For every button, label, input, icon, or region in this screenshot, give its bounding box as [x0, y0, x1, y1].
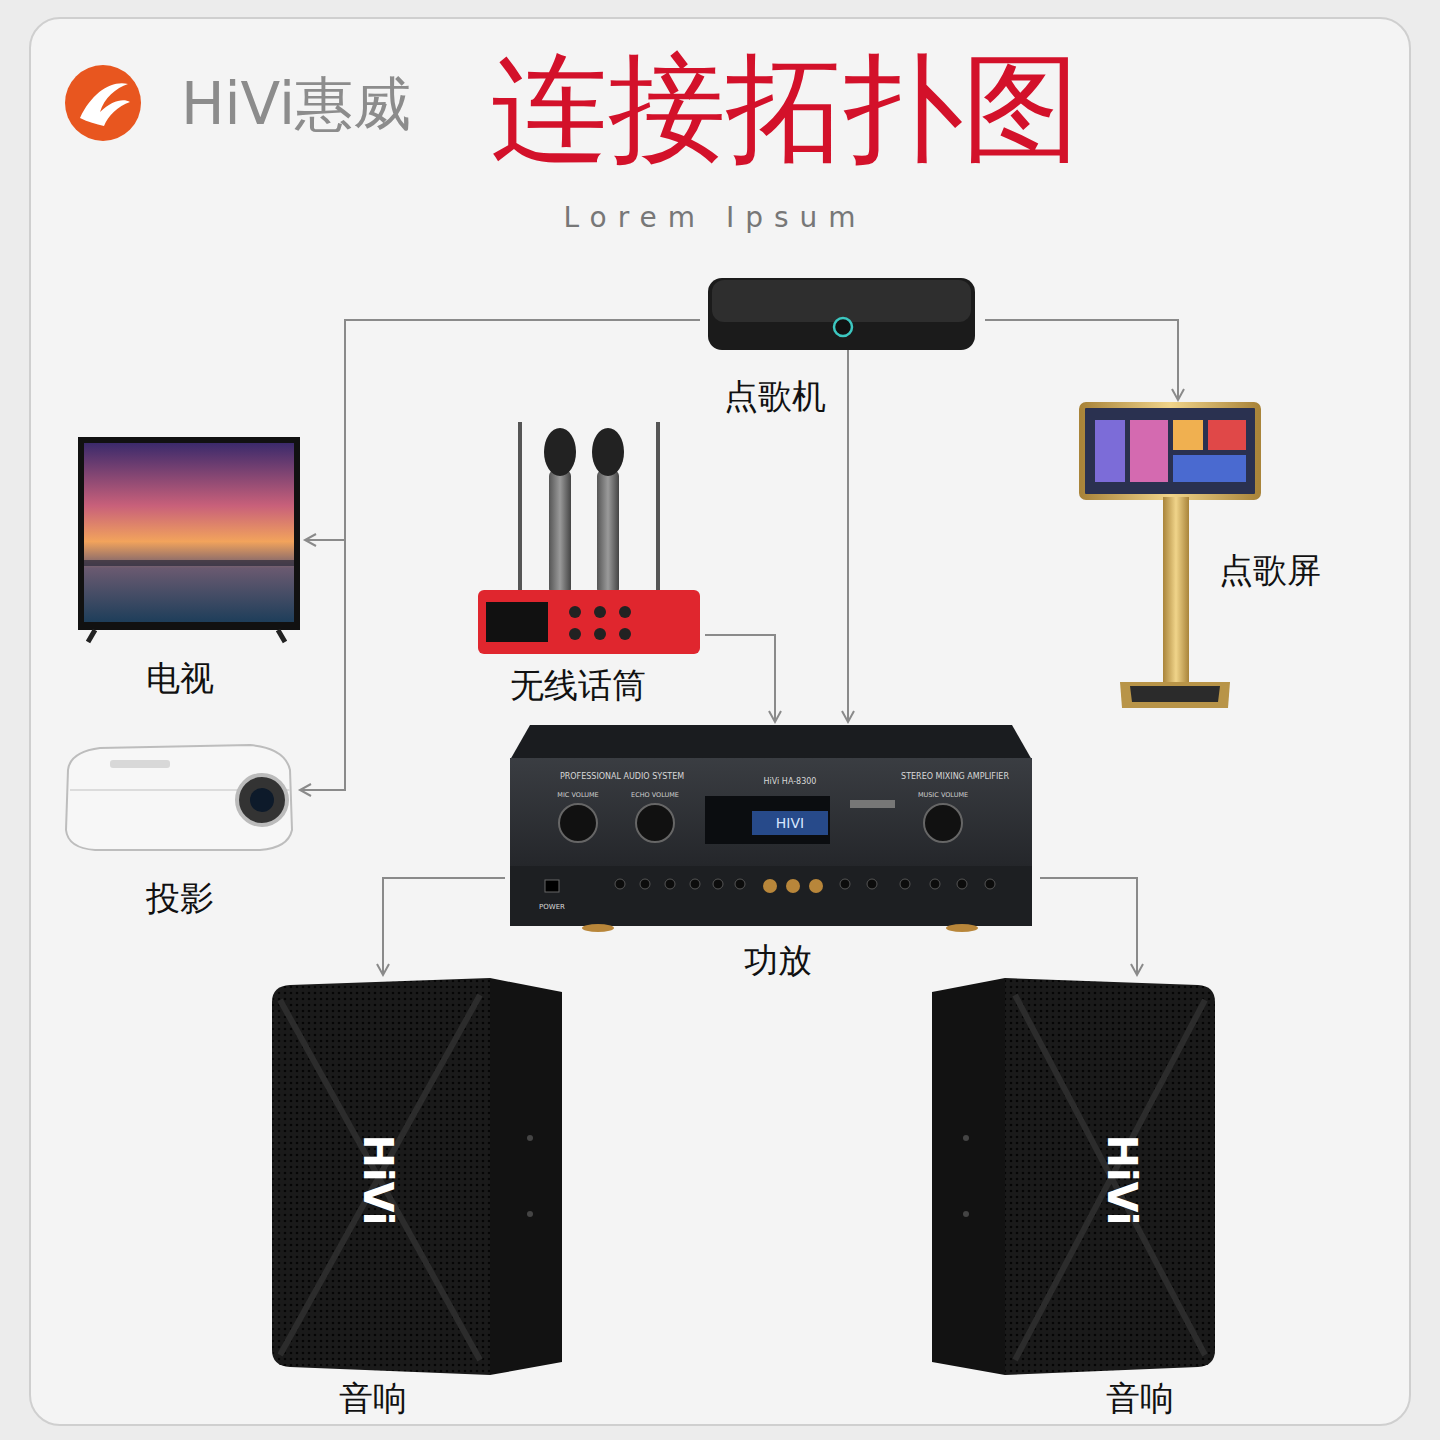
speaker-logo: HiVi — [355, 1134, 401, 1225]
device-label: 点歌机 — [724, 376, 826, 417]
knob-label: MIC VOLUME — [557, 792, 598, 799]
device-node: 功放 — [505, 722, 1040, 985]
device-label: 电视 — [146, 658, 214, 699]
device-node: 音响 — [268, 975, 570, 1425]
device-node: 点歌机 — [700, 270, 985, 420]
knob-label: MUSIC VOLUME — [918, 792, 968, 799]
connector-arrow — [985, 320, 1178, 400]
device-node: 电视 — [70, 430, 305, 705]
brand-logo-text: HiVi惠威 — [181, 71, 411, 138]
title-text: 连接拓扑图 — [490, 38, 1080, 180]
knob-label: ECHO VOLUME — [631, 792, 679, 799]
device-label: 功放 — [744, 940, 812, 981]
panel-text: STEREO MIXING AMPLIFIER — [901, 772, 1009, 781]
device-node: 音响 — [925, 975, 1220, 1425]
device-node: 无线话筒 — [475, 418, 705, 710]
speaker-logo: HiVi — [1099, 1134, 1145, 1225]
connector-arrow — [847, 420, 849, 722]
device-node: 点歌屏 — [1075, 400, 1337, 712]
device-label: 点歌屏 — [1219, 550, 1321, 591]
connector-arrow — [383, 878, 505, 975]
connector-arrow — [1040, 878, 1137, 975]
device-label: 无线话筒 — [510, 665, 646, 706]
device-label: 投影 — [146, 878, 214, 919]
connector-arrow — [300, 320, 700, 790]
device-node: 投影 — [55, 740, 300, 921]
display-text: HIVI — [776, 815, 804, 831]
model-text: HiVi HA-8300 — [764, 777, 817, 786]
subtitle-text: Lorem Ipsum — [563, 202, 866, 234]
device-label: 音响 — [339, 1378, 407, 1419]
switch-label: POWER — [539, 903, 565, 911]
connector-arrow — [705, 635, 775, 722]
connector-arrow — [305, 320, 700, 540]
panel-text: PROFESSIONAL AUDIO SYSTEM — [560, 772, 684, 781]
device-label: 音响 — [1106, 1378, 1174, 1419]
